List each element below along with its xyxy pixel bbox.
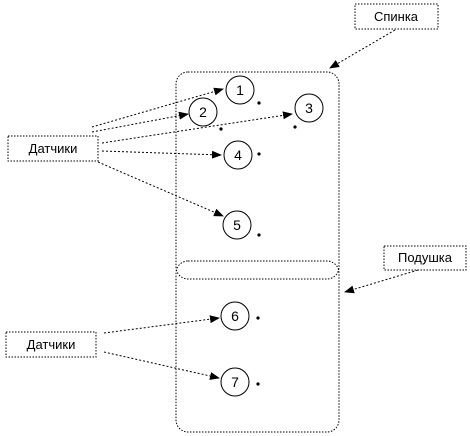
arrow-to-sensor-4 <box>101 150 222 159</box>
sensors-label-bottom-text: Датчики <box>27 337 76 352</box>
cushion-label: Подушка <box>383 245 467 271</box>
sensor-6-number: 6 <box>231 308 239 324</box>
sensor-5-number: 5 <box>233 217 241 233</box>
sensor-7-dot <box>256 382 260 386</box>
bottom-sensor-arrows <box>103 315 220 380</box>
back-pointer-arrow <box>329 29 396 69</box>
arrow-to-sensor-3 <box>101 111 293 144</box>
cushion-region <box>175 260 340 433</box>
sensor-7: 7 <box>220 367 260 397</box>
back-label: Спинка <box>354 3 439 30</box>
sensor-5-dot <box>257 233 261 237</box>
sensor-1-dot <box>257 101 261 105</box>
sensor-2: 2 <box>188 97 223 131</box>
sensor-6: 6 <box>220 301 260 331</box>
sensor-4-dot <box>257 152 261 156</box>
arrow-to-sensor-5 <box>97 161 224 217</box>
sensors-label-top-text: Датчики <box>29 141 78 156</box>
back-label-text: Спинка <box>374 9 419 24</box>
arrow-to-sensor-6 <box>103 315 220 334</box>
sensors-label-bottom: Датчики <box>5 331 97 358</box>
sensor-4: 4 <box>223 140 261 170</box>
arrow-to-sensor-7 <box>103 351 220 380</box>
sensor-3-dot <box>293 125 297 129</box>
sensors-label-top: Датчики <box>7 135 99 162</box>
cushion-pointer-arrow <box>344 269 419 294</box>
sensor-6-dot <box>256 316 260 320</box>
sensor-4-number: 4 <box>234 147 242 163</box>
top-sensor-arrows <box>91 87 293 217</box>
arrow-to-sensor-1 <box>91 87 224 128</box>
sensor-3: 3 <box>293 93 324 129</box>
sensor-2-dot <box>219 127 223 131</box>
sensor-7-number: 7 <box>231 374 239 390</box>
sensor-5: 5 <box>222 210 261 240</box>
arrow-to-sensor-2 <box>91 111 189 133</box>
sensor-2-number: 2 <box>199 104 207 120</box>
sensor-1-number: 1 <box>236 82 244 98</box>
sensor-1: 1 <box>225 75 261 105</box>
cushion-label-text: Подушка <box>398 250 453 265</box>
back-region <box>175 71 340 280</box>
sensor-3-number: 3 <box>305 100 313 116</box>
